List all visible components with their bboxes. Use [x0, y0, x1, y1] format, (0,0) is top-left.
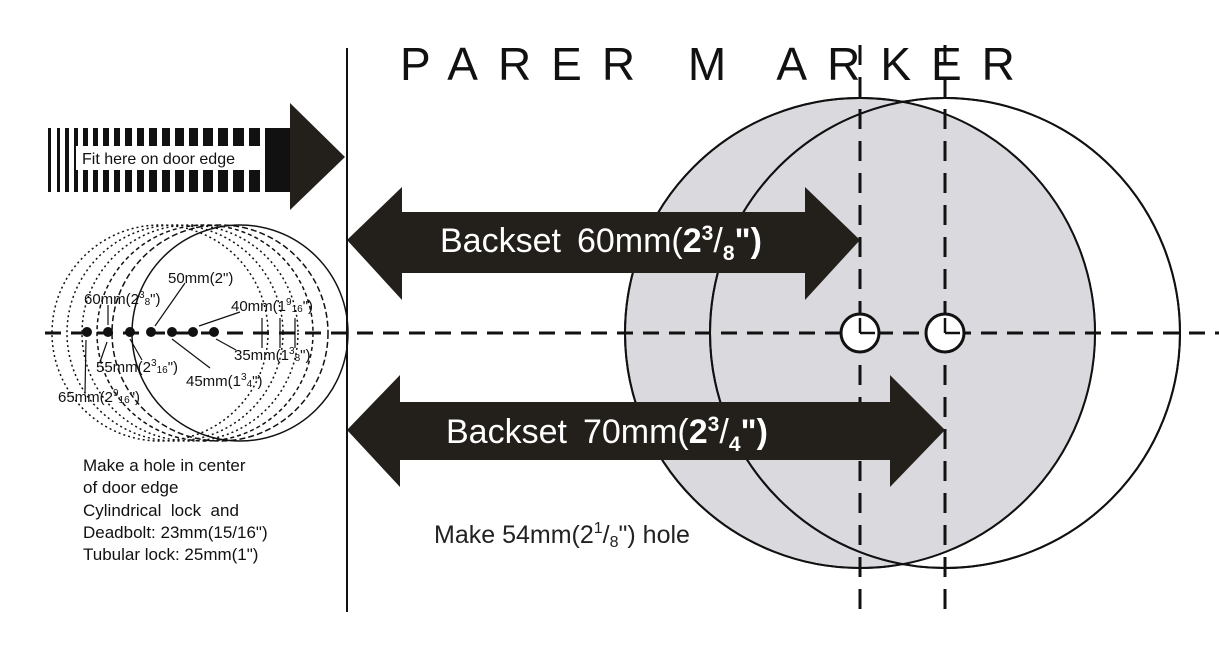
center-mark-70 — [924, 312, 966, 354]
door-edge-arrow: Fit here on door edge — [48, 103, 345, 210]
hole-size-label: Make 54mm(21/8") hole — [434, 520, 690, 551]
marker-label-55: 55mm(2316") — [96, 358, 178, 376]
marker-label-45: 45mm(134") — [186, 372, 262, 390]
marker-dot-45 — [167, 327, 177, 337]
hole-notes: Make a hole in center of door edge Cylin… — [83, 456, 268, 564]
marker-dot-50 — [146, 327, 156, 337]
marker-label-35: 35mm(138") — [234, 346, 310, 364]
page-title: PARER M ARKER — [400, 38, 1035, 90]
note-line: Tubular lock: 25mm(1") — [83, 545, 258, 564]
marker-dot-55 — [125, 327, 135, 337]
door-edge-label: Fit here on door edge — [82, 151, 235, 168]
note-line: Cylindrical lock and — [83, 501, 239, 520]
marker-label-60: 60mm(238") — [84, 290, 160, 308]
mini-marker-diagram: 50mm(2") 60mm(238") 40mm(1916") 55mm(231… — [51, 224, 349, 442]
marker-label-40: 40mm(1916") — [231, 297, 313, 315]
marker-label-50: 50mm(2") — [168, 270, 233, 287]
note-line: Deadbolt: 23mm(15/16") — [83, 523, 268, 542]
marker-dot-40 — [188, 327, 198, 337]
marker-dot-60 — [103, 327, 113, 337]
marker-dot-35 — [209, 327, 219, 337]
note-line: of door edge — [83, 478, 178, 497]
marker-dot-65 — [82, 327, 92, 337]
marker-label-65: 65mm(2916") — [58, 388, 140, 406]
note-line: Make a hole in center — [83, 456, 246, 475]
center-mark-60 — [839, 312, 881, 354]
